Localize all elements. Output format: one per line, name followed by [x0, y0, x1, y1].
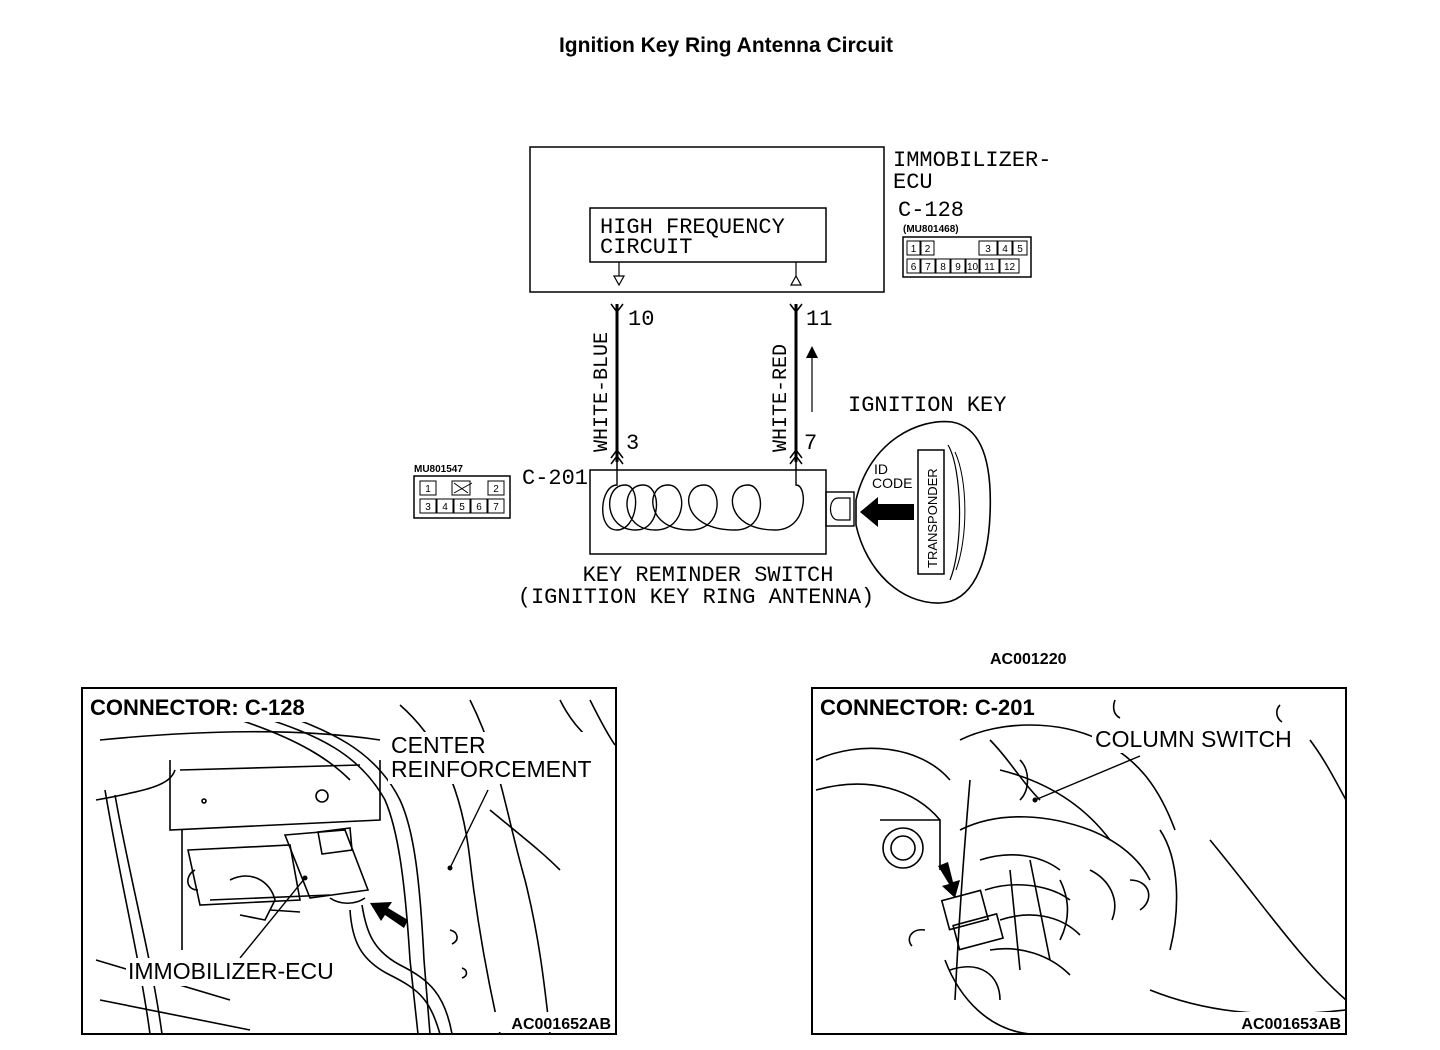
c201-pin	[419, 480, 437, 496]
location-arrow-icon	[370, 902, 408, 928]
pin-number: 7	[493, 502, 499, 513]
location-arrow-icon-2	[938, 862, 960, 898]
c201-pin	[453, 498, 471, 514]
center-reinforcement-callout-line1: CENTER	[391, 732, 486, 758]
ecu-connector-label: C-128	[898, 198, 964, 223]
antenna-coil-icon	[602, 470, 804, 531]
c201-pin	[419, 498, 437, 514]
id-code-line2: CODE	[872, 475, 912, 491]
pin-number: 2	[493, 484, 499, 495]
panel1-figure-code: AC001652AB	[511, 1016, 611, 1033]
ignition-key-label: IGNITION KEY	[848, 393, 1006, 418]
wire-color-white-blue: WHITE-BLUE	[591, 332, 614, 452]
transponder-chip	[917, 449, 945, 575]
panel2-heading: CONNECTOR: C-201	[820, 695, 1035, 720]
id-code-line1: ID	[874, 461, 888, 477]
pin-number: 6	[476, 502, 482, 513]
immobilizer-ecu-callout: IMMOBILIZER-ECU	[128, 958, 334, 984]
center-reinforcement-callout-line2: REINFORCEMENT	[391, 756, 592, 782]
wire-white-blue	[610, 303, 624, 470]
c201-pin	[470, 498, 488, 514]
page-title: Ignition Key Ring Antenna Circuit	[559, 34, 893, 57]
pin-number: 7	[925, 262, 931, 273]
pin-number: 9	[955, 262, 961, 273]
ecu-pin-10: 10	[628, 307, 654, 332]
diagram-figure-code: AC001220	[990, 651, 1067, 668]
ecu-name-line1: IMMOBILIZER-	[893, 148, 1051, 173]
wire-white-red	[789, 303, 803, 470]
ecu-pin-11: 11	[806, 307, 832, 332]
switch-label-line1: KEY REMINDER SWITCH	[583, 563, 834, 588]
panel2-figure-code: AC001653AB	[1241, 1016, 1341, 1033]
pin-number: 11	[984, 262, 995, 273]
pin-number: 1	[425, 484, 431, 495]
pin-number: 12	[1004, 262, 1016, 273]
c201-pin	[487, 480, 505, 496]
pin-number: 3	[985, 244, 991, 255]
key-reminder-switch-box	[589, 469, 827, 555]
pin-number: 5	[459, 502, 465, 513]
id-code-arrow-icon	[860, 497, 914, 527]
connector-c201-panel: CONNECTOR: C-201 COLUMN SWITCH AC001653A…	[811, 687, 1347, 1035]
pin-number: 4	[442, 502, 448, 513]
switch-pin-3: 3	[626, 431, 639, 456]
c201-pin	[487, 498, 505, 514]
c128-pin	[1012, 240, 1028, 256]
key-cylinder	[825, 491, 855, 527]
c128-pin	[978, 240, 998, 256]
ecu-name-line2: ECU	[893, 170, 933, 195]
pin-number: 10	[967, 262, 979, 273]
c128-pin	[935, 258, 951, 274]
switch-connector-label: C-201	[522, 466, 588, 491]
ecu-box	[529, 146, 885, 293]
switch-part-number: MU801547	[414, 464, 463, 475]
c128-pin	[965, 258, 980, 274]
ignition-key-icon	[855, 420, 992, 604]
c128-pin	[950, 258, 966, 274]
output-triangle-icon	[612, 275, 626, 287]
dashboard-illustration	[95, 699, 615, 1033]
switch-pin-7: 7	[804, 431, 817, 456]
panel1-heading: CONNECTOR: C-128	[90, 695, 305, 720]
column-switch-callout: COLUMN SWITCH	[1095, 726, 1292, 752]
c128-pin	[906, 240, 921, 256]
blank-pin-cross	[453, 482, 473, 494]
pin-number: 8	[940, 262, 946, 273]
hf-circuit-line2: CIRCUIT	[600, 235, 692, 260]
pin-number: 5	[1017, 244, 1023, 255]
transponder-label: TRANSPONDER	[925, 468, 940, 568]
ecu-part-number: (MU801468)	[903, 224, 959, 235]
c201-pin	[436, 498, 454, 514]
c128-pin	[920, 240, 935, 256]
c128-pin	[997, 240, 1013, 256]
pin-number: 6	[911, 262, 917, 273]
high-frequency-circuit-box	[589, 207, 827, 263]
pin-number: 3	[425, 502, 431, 513]
pin-number: 1	[911, 244, 917, 255]
connector-c128-panel: CONNECTOR: C-128 CENTER REINFORCEMENT IM…	[81, 687, 617, 1035]
wire-color-white-red: WHITE-RED	[770, 344, 793, 452]
c128-pin	[906, 258, 921, 274]
c201-blank-pin	[451, 480, 471, 496]
switch-label-line2: (IGNITION KEY RING ANTENNA)	[518, 585, 874, 610]
blank-pin-cross	[453, 482, 469, 494]
input-triangle-icon	[789, 274, 803, 286]
c128-pin	[920, 258, 936, 274]
c128-pin	[979, 258, 1000, 274]
pin-number: 2	[925, 244, 931, 255]
pin-number: 4	[1002, 244, 1008, 255]
hf-circuit-line1: HIGH FREQUENCY	[600, 215, 785, 240]
c128-pin	[999, 258, 1020, 274]
